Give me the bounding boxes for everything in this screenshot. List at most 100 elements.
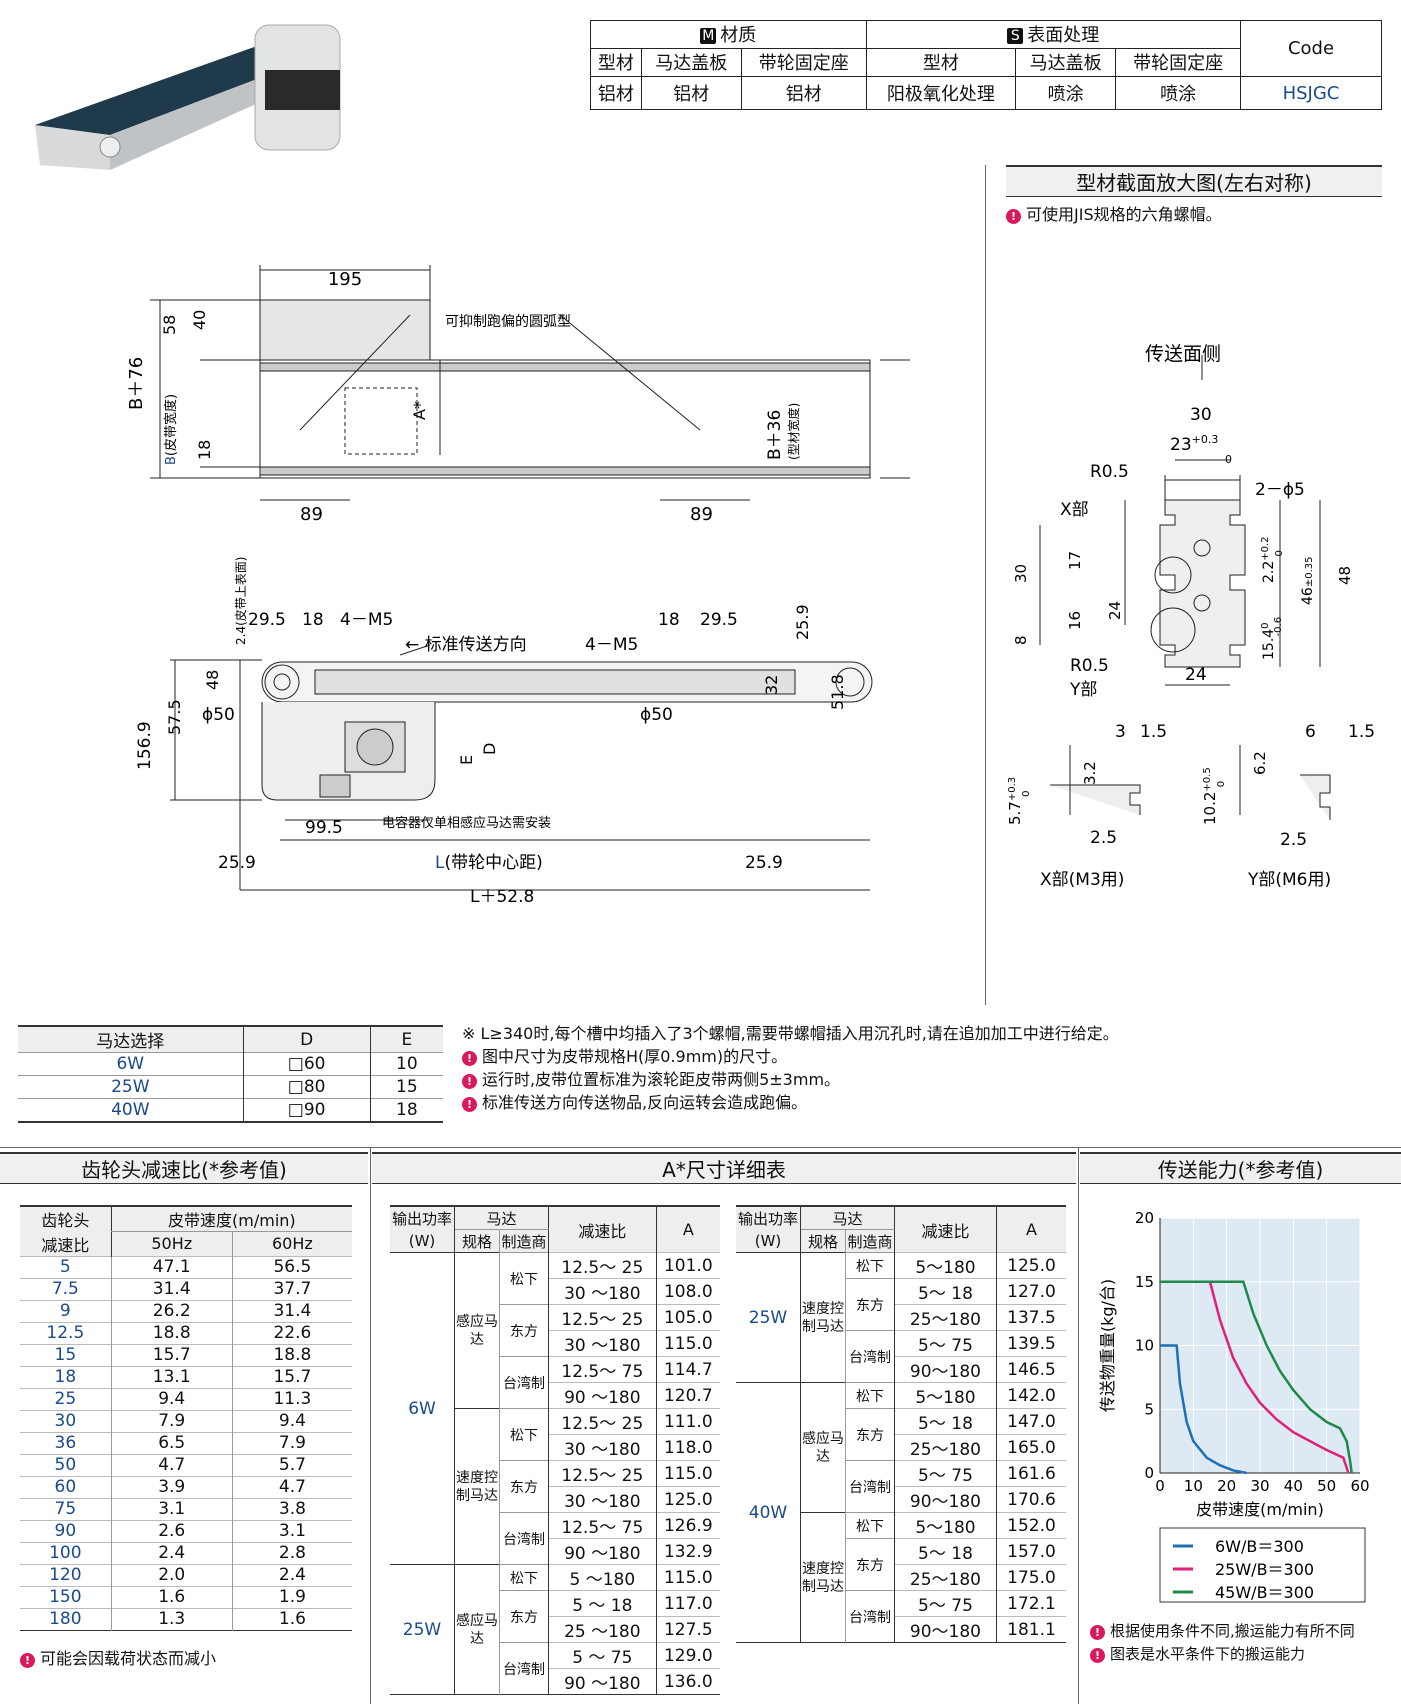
gear-cell: 5 xyxy=(20,1255,112,1278)
xdet-3: 3 xyxy=(1115,722,1126,742)
y-tick-label: 5 xyxy=(1144,1400,1154,1418)
adim-ratio: 5 ～180 xyxy=(548,1564,657,1591)
dim-e: E xyxy=(457,755,476,765)
series-line-0 xyxy=(1160,1344,1247,1475)
sec-dim-30v: 30 xyxy=(1012,564,1030,583)
sec-dim-23-tol: 0 xyxy=(1225,453,1232,466)
adim-a: 142.0 xyxy=(996,1382,1066,1409)
adim-h-spec: 规格 xyxy=(800,1229,846,1253)
gear-cell: 5.7 xyxy=(231,1453,352,1476)
sec-y-part: Y部 xyxy=(1069,680,1097,700)
adim-ratio: 25～180 xyxy=(894,1564,997,1591)
adim-maker: 东方 xyxy=(499,1304,549,1357)
gear-h2: 皮带速度(m/min) xyxy=(110,1206,352,1232)
sec-dim-30: 30 xyxy=(1190,405,1212,425)
dim-48: 48 xyxy=(203,670,222,690)
adim-a: 165.0 xyxy=(996,1434,1066,1461)
xdet-1-5: 1.5 xyxy=(1140,722,1167,742)
sec-dim-24v: 24 xyxy=(1106,601,1124,620)
gear-cell: 150 xyxy=(20,1585,112,1608)
material-val-3: 阳极氧化处理 xyxy=(865,76,1017,110)
legend-label-1: 25W/B＝300 xyxy=(1215,1560,1314,1579)
adim-spec: 感应马达 xyxy=(800,1382,846,1513)
gear-cell: 37.7 xyxy=(231,1277,352,1300)
adim-maker: 台湾制 xyxy=(845,1460,895,1513)
adim-maker: 台湾制 xyxy=(499,1512,549,1565)
adim-h-out: 输出功率 xyxy=(390,1206,455,1230)
motor-header-0: 马达选择 xyxy=(18,1026,244,1053)
gear-cell: 4.7 xyxy=(110,1453,233,1476)
warning-icon: ! xyxy=(1006,209,1021,224)
gear-title: 齿轮头减速比(*参考值) xyxy=(0,1152,368,1184)
material-col-0: 型材 xyxy=(590,47,642,78)
motor-cell: 18 xyxy=(369,1098,443,1122)
gear-h1: 齿轮头 xyxy=(20,1206,112,1232)
material-col-4: 马达盖板 xyxy=(1015,47,1117,78)
note-line: ※ L≥340时,每个槽中均插入了3个螺帽,需要带螺帽插入用沉孔时,请在追加加工… xyxy=(462,1024,1119,1043)
gear-cell: 56.5 xyxy=(231,1255,352,1278)
adim-spec: 速度控制马达 xyxy=(800,1252,846,1383)
adim-a: 105.0 xyxy=(656,1304,720,1331)
product-code: HSJGC xyxy=(1240,76,1382,110)
dim-b36: B＋36 xyxy=(765,410,785,460)
adim-maker: 松下 xyxy=(845,1252,895,1279)
material-col-2: 带轮固定座 xyxy=(740,47,867,78)
sec-holes: 2－ϕ5 xyxy=(1255,480,1305,500)
capacity-note: !根据使用条件不同,搬运能力有所不同 xyxy=(1090,1620,1400,1643)
section-drawing: 传送面侧 30 23+0.3 0 R0.5 2－ϕ5 X部 30 17 8 16… xyxy=(1006,343,1375,890)
y-axis-label: 传送物重量(kg/台) xyxy=(1098,1279,1117,1412)
gear-cell: 2.0 xyxy=(110,1563,233,1586)
gear-cell: 1.9 xyxy=(231,1585,352,1608)
gear-cell: 60 xyxy=(20,1475,112,1498)
section-title: 型材截面放大图(左右对称) xyxy=(1006,165,1382,197)
sec-r05-top: R0.5 xyxy=(1090,462,1129,482)
dim-profile-width: (型材宽度) xyxy=(786,403,801,460)
dim-25-9-end: 25.9 xyxy=(745,853,783,873)
gear-cell: 100 xyxy=(20,1541,112,1564)
dim-18-left: 18 xyxy=(302,610,324,630)
adim-maker: 松下 xyxy=(845,1382,895,1409)
adim-ratio: 90 ～180 xyxy=(548,1382,657,1409)
gear-cell: 7.5 xyxy=(20,1277,112,1300)
x-axis-label: 皮带速度(m/min) xyxy=(1196,1500,1324,1519)
section-panel: 型材截面放大图(左右对称) !可使用JIS规格的六角螺帽。 xyxy=(985,165,1386,1005)
gear-cell: 1.6 xyxy=(110,1585,233,1608)
gear-cell: 120 xyxy=(20,1563,112,1586)
ydet-label: Y部(M6用) xyxy=(1247,870,1331,890)
gear-cell: 6.5 xyxy=(110,1431,233,1454)
adim-ratio: 25～180 xyxy=(894,1434,997,1461)
warning-icon: ! xyxy=(1090,1648,1105,1663)
ydet-2-5: 2.5 xyxy=(1280,830,1307,850)
adim-ratio: 5～ 18 xyxy=(894,1278,997,1305)
gear-cell: 9.4 xyxy=(231,1409,352,1432)
gear-cell: 50 xyxy=(20,1453,112,1476)
dim-25-9-top: 25.9 xyxy=(793,604,812,640)
adim-h-ratio: 减速比 xyxy=(894,1206,997,1253)
adim-ratio: 5～ 75 xyxy=(894,1460,997,1487)
adim-a: 161.6 xyxy=(996,1460,1066,1487)
adim-a: 117.0 xyxy=(656,1590,720,1617)
xdet-3-2: 3.2 xyxy=(1081,761,1099,785)
adim-maker: 松下 xyxy=(499,1564,549,1591)
adim-a: 132.9 xyxy=(656,1538,720,1565)
motor-cell: 10 xyxy=(369,1052,443,1076)
dim-b76: B＋76 xyxy=(126,357,147,410)
adim-ratio: 5～ 75 xyxy=(894,1330,997,1357)
